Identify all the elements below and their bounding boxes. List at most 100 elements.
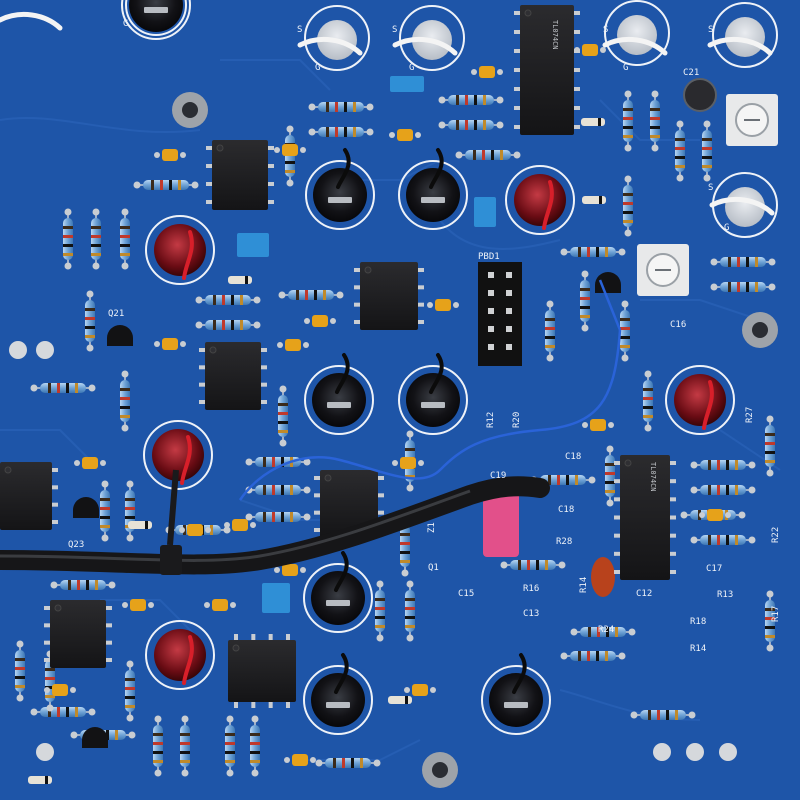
- resistor-pad: [86, 344, 94, 352]
- ic-chip: [50, 600, 106, 668]
- resistor-band: [335, 102, 338, 112]
- resistor-band: [405, 616, 415, 619]
- resistor-band: [210, 525, 213, 535]
- resistor-pad: [373, 759, 381, 767]
- label-r14: R14: [690, 644, 706, 654]
- jack-solder-tab: [144, 7, 168, 13]
- ic-pin: [286, 634, 290, 640]
- ic-notch: [4, 466, 12, 474]
- resistor-pad: [560, 652, 568, 660]
- cap-pad: [122, 602, 128, 608]
- resistor-band: [605, 463, 615, 466]
- jack-socket: [406, 373, 460, 427]
- resistor-body: [448, 95, 494, 105]
- resistor-band: [240, 295, 243, 305]
- resistor-band: [765, 433, 775, 436]
- resistor-pad: [651, 144, 659, 152]
- resistor-band: [63, 253, 73, 256]
- ic-pin: [574, 125, 580, 129]
- resistor-pad: [121, 424, 129, 432]
- header-pin: [506, 272, 512, 278]
- resistor-pad: [376, 580, 384, 588]
- resistor-body: [580, 627, 626, 637]
- resistor-band: [326, 127, 329, 137]
- ic-pin: [234, 702, 238, 708]
- resistor-band: [15, 685, 25, 688]
- resistor-pad: [406, 430, 414, 438]
- jack-footprint-ring: [304, 365, 374, 435]
- resistor-band: [272, 512, 275, 522]
- resistor-band: [353, 102, 356, 112]
- resistor-pad: [588, 476, 596, 484]
- resistor-band: [605, 247, 608, 257]
- cap-pad: [277, 342, 283, 348]
- ic-chip: [520, 5, 574, 135]
- pot-body: [725, 17, 765, 57]
- ceramic-capacitor: [292, 754, 308, 766]
- label-c19: C19: [490, 471, 506, 481]
- cap-pad: [453, 302, 459, 308]
- resistor-body: [288, 290, 334, 300]
- resistor-pad: [406, 580, 414, 588]
- resistor-band: [400, 551, 410, 554]
- diode-band: [405, 696, 408, 704]
- resistor-band: [15, 667, 25, 670]
- white-wire: [392, 37, 458, 56]
- resistor-band: [100, 525, 110, 528]
- resistor-pad: [703, 120, 711, 128]
- ic-pin: [574, 68, 580, 72]
- resistor-band: [474, 95, 477, 105]
- ic-pin: [514, 106, 520, 110]
- resistor-band: [240, 320, 243, 330]
- header-pin: [488, 290, 494, 296]
- pcb-trace: [360, 159, 441, 181]
- resistor-band: [344, 102, 347, 112]
- resistor-band: [153, 760, 163, 763]
- resistor-band: [106, 730, 109, 740]
- resistor-pad: [195, 321, 203, 329]
- resistor-band: [702, 156, 712, 159]
- ic-pin: [106, 658, 112, 662]
- resistor-band: [100, 507, 110, 510]
- resistor-pad: [315, 759, 323, 767]
- resistor-band: [491, 150, 494, 160]
- resistor-band: [15, 676, 25, 679]
- label-r16: R16: [523, 584, 539, 594]
- resistor-pad: [766, 590, 774, 598]
- resistor-band: [717, 535, 720, 545]
- ic-pin: [314, 493, 320, 498]
- label-r18: R18: [690, 617, 706, 627]
- ceramic-capacitor: [479, 66, 495, 78]
- label-r28: R28: [556, 537, 572, 547]
- cap-pad: [404, 687, 410, 693]
- cap-pad: [180, 152, 186, 158]
- resistor-band: [702, 138, 712, 141]
- ceramic-capacitor: [282, 564, 298, 576]
- ic-pin: [514, 125, 520, 129]
- resistor-body: [318, 127, 364, 137]
- ic-chip: [228, 640, 296, 702]
- ic-pin: [670, 479, 676, 484]
- resistor-pad: [606, 499, 614, 507]
- ic-chip: [620, 455, 670, 580]
- cap-pad: [600, 47, 606, 53]
- ceramic-capacitor: [212, 599, 228, 611]
- ic-pin: [378, 476, 384, 480]
- resistor-band: [263, 485, 266, 495]
- resistor-band: [623, 135, 633, 138]
- resistor-band: [755, 257, 758, 267]
- cap-pad: [70, 687, 76, 693]
- pcb-trace: [100, 599, 201, 641]
- resistor-pad: [676, 120, 684, 128]
- resistor-band: [596, 651, 599, 661]
- resistor-pad: [500, 561, 508, 569]
- led-socket: [154, 224, 206, 276]
- resistor-band: [737, 282, 740, 292]
- resistor-pad: [126, 714, 134, 722]
- resistor-pad: [513, 151, 521, 159]
- cable-tie-head: [160, 545, 182, 575]
- resistor-body: [255, 457, 301, 467]
- resistor-pad: [624, 90, 632, 98]
- resistor-band: [405, 475, 415, 478]
- cap-pad: [427, 302, 433, 308]
